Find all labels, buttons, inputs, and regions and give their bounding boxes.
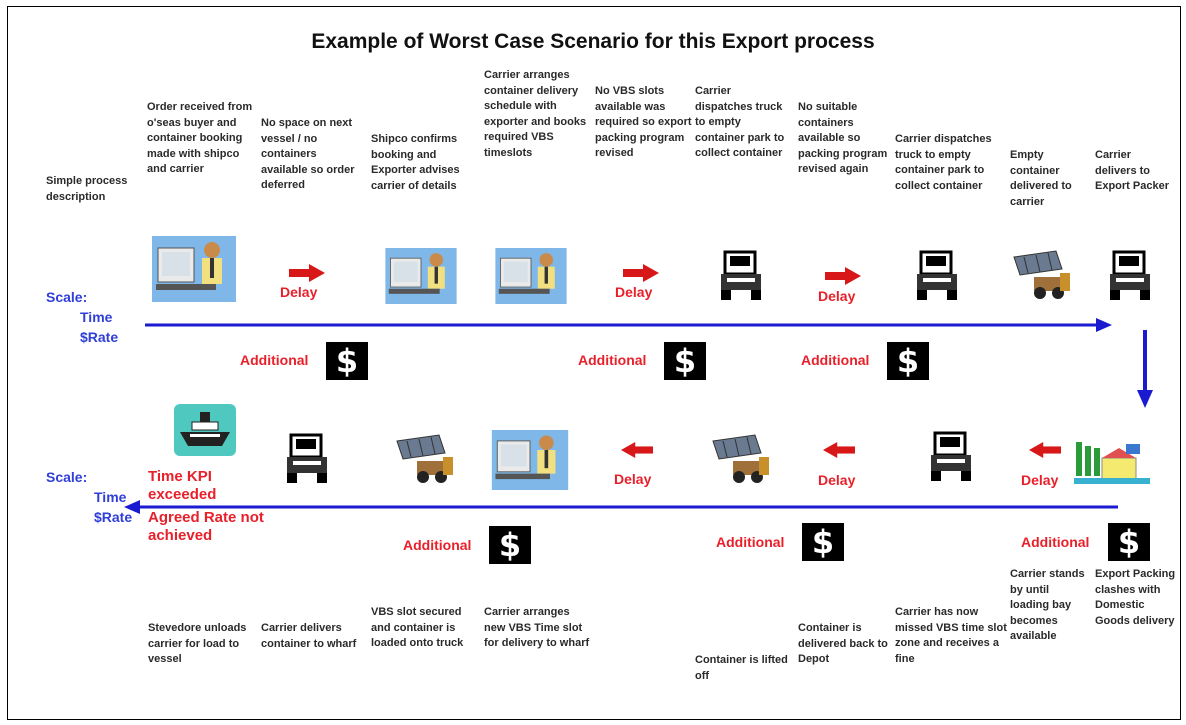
delay-arrow-icon: [1029, 442, 1061, 458]
container-loader-icon: [393, 431, 459, 485]
dollar-icon: $: [326, 342, 368, 380]
ship-icon: [174, 404, 236, 456]
scale-rate-label: $Rate: [80, 329, 119, 345]
delay-arrow-icon: [289, 264, 325, 282]
diagram-frame: [7, 6, 1181, 720]
dollar-icon: $: [887, 342, 929, 380]
truck-icon: [283, 431, 331, 485]
additional-label: Additional: [403, 537, 472, 553]
top-step-8: Carrier dispatches truck to empty contai…: [895, 133, 992, 192]
delay-arrow-icon: [825, 267, 861, 285]
additional-label: Additional: [716, 534, 785, 550]
truck-icon: [927, 429, 975, 483]
container-loader-icon: [709, 431, 775, 485]
truck-icon: [913, 248, 961, 302]
rate-kpi-text: Agreed Rate not achieved: [148, 509, 264, 544]
truck-icon: [717, 248, 765, 302]
person-at-computer-icon: [491, 248, 571, 304]
bottom-step-6: Container is delivered back to Depot: [798, 622, 888, 666]
delay-arrow-icon: [823, 442, 855, 458]
delay-label: Delay: [1021, 472, 1059, 488]
delay-arrow-icon: [623, 264, 659, 282]
scale-label: Scale:: [46, 469, 88, 485]
person-at-computer-icon: [152, 236, 236, 302]
row-label: Simple process description: [46, 175, 128, 203]
diagram-title: Example of Worst Case Scenario for this …: [311, 30, 875, 53]
additional-label: Additional: [578, 352, 647, 368]
dollar-icon: $: [802, 523, 844, 561]
bottom-step-8: Carrier stands by until loading bay beco…: [1010, 568, 1085, 643]
top-step-1: Order received from o'seas buyer and con…: [147, 101, 253, 176]
bottom-step-7: Carrier has now missed VBS time slot zon…: [895, 606, 1007, 665]
top-step-3: Shipco confirms booking and Exporter adv…: [371, 133, 460, 192]
dollar-icon: $: [489, 526, 531, 564]
top-step-4: Carrier arranges container delivery sche…: [484, 69, 587, 159]
additional-label: Additional: [1021, 534, 1090, 550]
scale-time-label: Time: [94, 489, 127, 505]
scale-time-label: Time: [80, 309, 113, 325]
top-step-7: No suitable containers available so pack…: [798, 101, 888, 176]
scale-label: Scale:: [46, 289, 88, 305]
top-step-5: No VBS slots available was required so e…: [595, 85, 692, 160]
delay-label: Delay: [818, 472, 856, 488]
bottom-step-1: Stevedore unloads carrier for load to ve…: [148, 622, 247, 666]
person-at-computer-icon: [489, 430, 571, 490]
additional-label: Additional: [801, 352, 870, 368]
dollar-icon: $: [664, 342, 706, 380]
delay-label: Delay: [818, 288, 856, 304]
bottom-step-9: Export Packing clashes with Domestic Goo…: [1095, 568, 1176, 627]
delay-label: Delay: [614, 471, 652, 487]
person-at-computer-icon: [381, 248, 461, 304]
factory-icon: [1072, 434, 1152, 486]
top-step-10: Carrier delivers to Export Packer: [1095, 149, 1169, 193]
bottom-step-4: Carrier arranges new VBS Time slot for d…: [484, 606, 590, 650]
dollar-icon: $: [1108, 523, 1150, 561]
bottom-step-5: Container is lifted off: [695, 654, 788, 682]
delay-label: Delay: [280, 284, 318, 300]
top-step-2: No space on next vessel / no containers …: [261, 117, 355, 192]
truck-icon: [1106, 248, 1154, 302]
top-step-9: Empty container delivered to carrier: [1010, 149, 1072, 208]
delay-label: Delay: [615, 284, 653, 300]
delay-arrow-icon: [621, 442, 653, 458]
time-kpi-text: Time KPI exceeded: [148, 468, 217, 503]
bottom-step-3: VBS slot secured and container is loaded…: [371, 606, 464, 650]
container-loader-icon: [1010, 247, 1076, 301]
bottom-step-2: Carrier delivers container to wharf: [261, 622, 357, 650]
scale-rate-label: $Rate: [94, 509, 133, 525]
top-step-6: Carrier dispatches truck to empty contai…: [695, 85, 785, 160]
additional-label: Additional: [240, 352, 309, 368]
